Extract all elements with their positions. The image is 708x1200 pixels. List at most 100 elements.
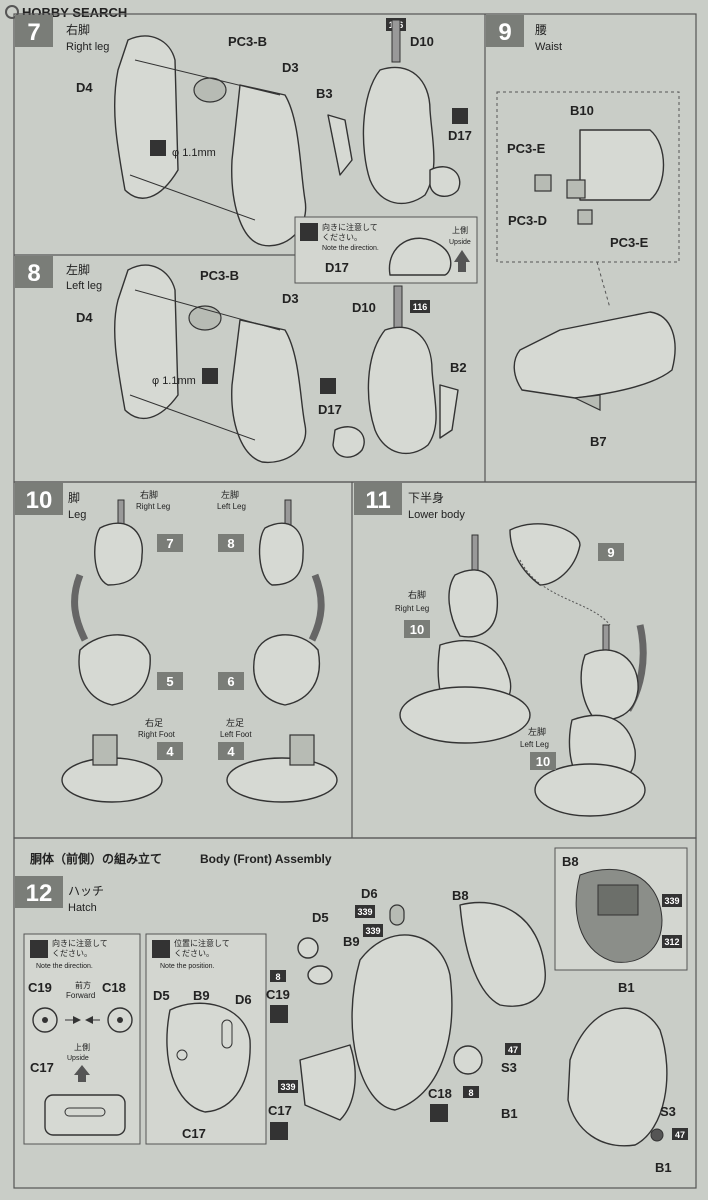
svg-text:116: 116: [413, 302, 428, 312]
svg-text:C18: C18: [428, 1086, 452, 1101]
svg-text:Left Foot: Left Foot: [220, 730, 252, 739]
svg-text:Body (Front) Assembly: Body (Front) Assembly: [200, 852, 332, 866]
pc3-b-part: [193, 77, 227, 103]
svg-text:Hatch: Hatch: [68, 902, 97, 914]
svg-text:Left leg: Left leg: [66, 280, 102, 292]
frame-bottom: [13, 837, 697, 1189]
svg-text:10: 10: [410, 622, 424, 637]
svg-text:339: 339: [280, 1082, 295, 1092]
svg-text:8: 8: [468, 1088, 473, 1098]
svg-text:10: 10: [536, 754, 550, 769]
svg-text:Note the direction.: Note the direction.: [36, 963, 93, 970]
svg-text:B9: B9: [193, 988, 210, 1003]
svg-text:4: 4: [166, 744, 174, 759]
svg-text:B8: B8: [452, 888, 469, 903]
svg-text:D10: D10: [410, 34, 434, 49]
svg-text:D17: D17: [325, 260, 349, 275]
svg-text:D10: D10: [352, 300, 376, 315]
svg-text:下半身: 下半身: [408, 490, 444, 505]
svg-text:Right leg: Right leg: [66, 41, 109, 53]
svg-text:S3: S3: [501, 1060, 517, 1075]
svg-text:左脚: 左脚: [221, 489, 239, 501]
svg-text:Lower body: Lower body: [408, 509, 465, 521]
svg-text:8: 8: [275, 972, 280, 982]
svg-text:7: 7: [166, 536, 173, 551]
svg-text:PC3-B: PC3-B: [200, 268, 239, 283]
svg-text:右脚: 右脚: [408, 589, 426, 601]
svg-text:B9: B9: [343, 934, 360, 949]
svg-text:Upside: Upside: [449, 239, 471, 246]
svg-text:脚: 脚: [68, 490, 80, 505]
svg-text:D6: D6: [235, 992, 252, 1007]
svg-text:C19: C19: [266, 987, 290, 1002]
svg-text:腰: 腰: [535, 23, 547, 37]
svg-text:φ 1.1mm: φ 1.1mm: [152, 375, 196, 387]
svg-text:左脚: 左脚: [66, 262, 90, 277]
step-11: 11 下半身 Lower body 9 右脚 Right Leg 10 左脚 L…: [354, 483, 647, 817]
svg-text:向きに注意して: 向きに注意して: [322, 222, 378, 232]
svg-text:339: 339: [365, 926, 380, 936]
svg-text:ください。: ください。: [322, 233, 362, 242]
svg-text:Upside: Upside: [67, 1055, 89, 1062]
svg-text:5: 5: [166, 674, 173, 689]
svg-text:ください。: ください。: [174, 949, 214, 958]
svg-text:ください。: ください。: [52, 949, 92, 958]
svg-text:B1: B1: [618, 980, 635, 995]
svg-text:B3: B3: [316, 86, 333, 101]
svg-text:C17: C17: [268, 1103, 292, 1118]
svg-text:右足: 右足: [145, 717, 163, 729]
svg-text:B1: B1: [655, 1160, 672, 1175]
svg-text:PC3-D: PC3-D: [508, 213, 547, 228]
svg-text:8: 8: [227, 536, 234, 551]
svg-text:12: 12: [26, 880, 53, 907]
svg-text:9: 9: [607, 545, 614, 560]
svg-text:PC3-E: PC3-E: [610, 235, 649, 250]
svg-text:339: 339: [664, 896, 679, 906]
svg-text:Right Leg: Right Leg: [136, 502, 170, 511]
svg-text:C18: C18: [102, 980, 126, 995]
svg-text:左足: 左足: [226, 717, 244, 729]
svg-text:B1: B1: [501, 1106, 518, 1121]
svg-text:C17: C17: [30, 1060, 54, 1075]
svg-text:Leg: Leg: [68, 509, 86, 521]
svg-text:左脚: 左脚: [528, 726, 546, 738]
svg-text:Left Leg: Left Leg: [520, 740, 549, 749]
svg-text:位置に注意して: 位置に注意して: [174, 938, 230, 948]
svg-text:PC3-E: PC3-E: [507, 141, 546, 156]
svg-text:C19: C19: [28, 980, 52, 995]
svg-text:ハッチ: ハッチ: [68, 884, 104, 898]
svg-text:D4: D4: [76, 310, 93, 325]
svg-text:Right Leg: Right Leg: [395, 604, 429, 613]
svg-text:S3: S3: [660, 1104, 676, 1119]
svg-text:Left Leg: Left Leg: [217, 502, 246, 511]
svg-text:D6: D6: [361, 886, 378, 901]
svg-text:D3: D3: [282, 291, 299, 306]
svg-text:D17: D17: [318, 402, 342, 417]
svg-text:φ 1.1mm: φ 1.1mm: [172, 147, 216, 159]
svg-text:上側: 上側: [74, 1042, 90, 1052]
svg-text:D5: D5: [153, 988, 170, 1003]
body-front-assembly: 胴体（前側）の組み立て Body (Front) Assembly 12 ハッチ…: [15, 847, 688, 1175]
svg-text:Right Foot: Right Foot: [138, 730, 176, 739]
svg-text:C17: C17: [182, 1126, 206, 1141]
svg-text:向きに注意して: 向きに注意して: [52, 938, 108, 948]
svg-text:B10: B10: [570, 103, 594, 118]
svg-text:上側: 上側: [452, 225, 468, 235]
svg-text:D4: D4: [76, 80, 93, 95]
svg-text:312: 312: [664, 937, 679, 947]
step-7: 7 右脚 Right leg φ 1.1mm PC3-B D4 D3 116 D…: [15, 15, 472, 247]
step-10: 10 脚 Leg 右脚 Right Leg 左脚 Left Leg 7 5 右足…: [15, 483, 338, 803]
svg-text:4: 4: [227, 744, 235, 759]
svg-text:9: 9: [498, 19, 511, 46]
step-9: 9 腰 Waist B10 PC3-E PC3-D PC3-E B7: [486, 15, 680, 449]
svg-text:8: 8: [27, 260, 40, 287]
svg-text:B2: B2: [450, 360, 467, 375]
svg-text:Note the direction.: Note the direction.: [322, 245, 379, 252]
svg-text:PC3-B: PC3-B: [228, 34, 267, 49]
svg-text:D3: D3: [282, 60, 299, 75]
svg-text:D17: D17: [448, 128, 472, 143]
svg-text:47: 47: [508, 1045, 518, 1055]
svg-text:47: 47: [675, 1130, 685, 1140]
svg-text:B7: B7: [590, 434, 607, 449]
